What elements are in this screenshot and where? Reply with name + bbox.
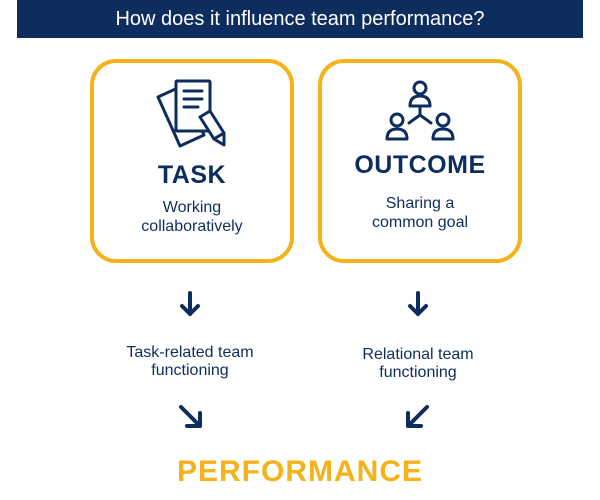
- relational-functioning-line2: functioning: [379, 364, 457, 381]
- task-subtitle-line2: collaboratively: [141, 218, 243, 235]
- task-related-functioning-line1: Task-related team: [126, 344, 254, 361]
- outcome-subtitle-line2: common goal: [371, 214, 469, 231]
- outcome-card: OUTCOME Sharing a common goal: [318, 59, 522, 263]
- outcome-title: OUTCOME: [354, 151, 486, 179]
- documents-pen-icon: [156, 79, 226, 148]
- task-title: TASK: [157, 161, 227, 189]
- task-related-functioning-line2: functioning: [151, 362, 229, 379]
- team-network-icon: [385, 80, 455, 141]
- diagonal-arrow-icon-right: [406, 405, 429, 428]
- relational-functioning-line1: Relational team: [362, 346, 474, 363]
- header-banner: How does it influence team performance?: [17, 0, 583, 38]
- down-arrow-icon-left: [180, 291, 200, 316]
- diagonal-arrow-icon-left: [179, 405, 202, 428]
- task-card: TASK Working collaboratively: [90, 59, 294, 263]
- outcome-subtitle-line1: Sharing a: [385, 195, 455, 212]
- task-subtitle-line1: Working: [162, 199, 222, 216]
- down-arrow-icon-right: [408, 291, 428, 316]
- header-title: How does it influence team performance?: [115, 8, 485, 30]
- performance-label: PERFORMANCE: [176, 455, 423, 488]
